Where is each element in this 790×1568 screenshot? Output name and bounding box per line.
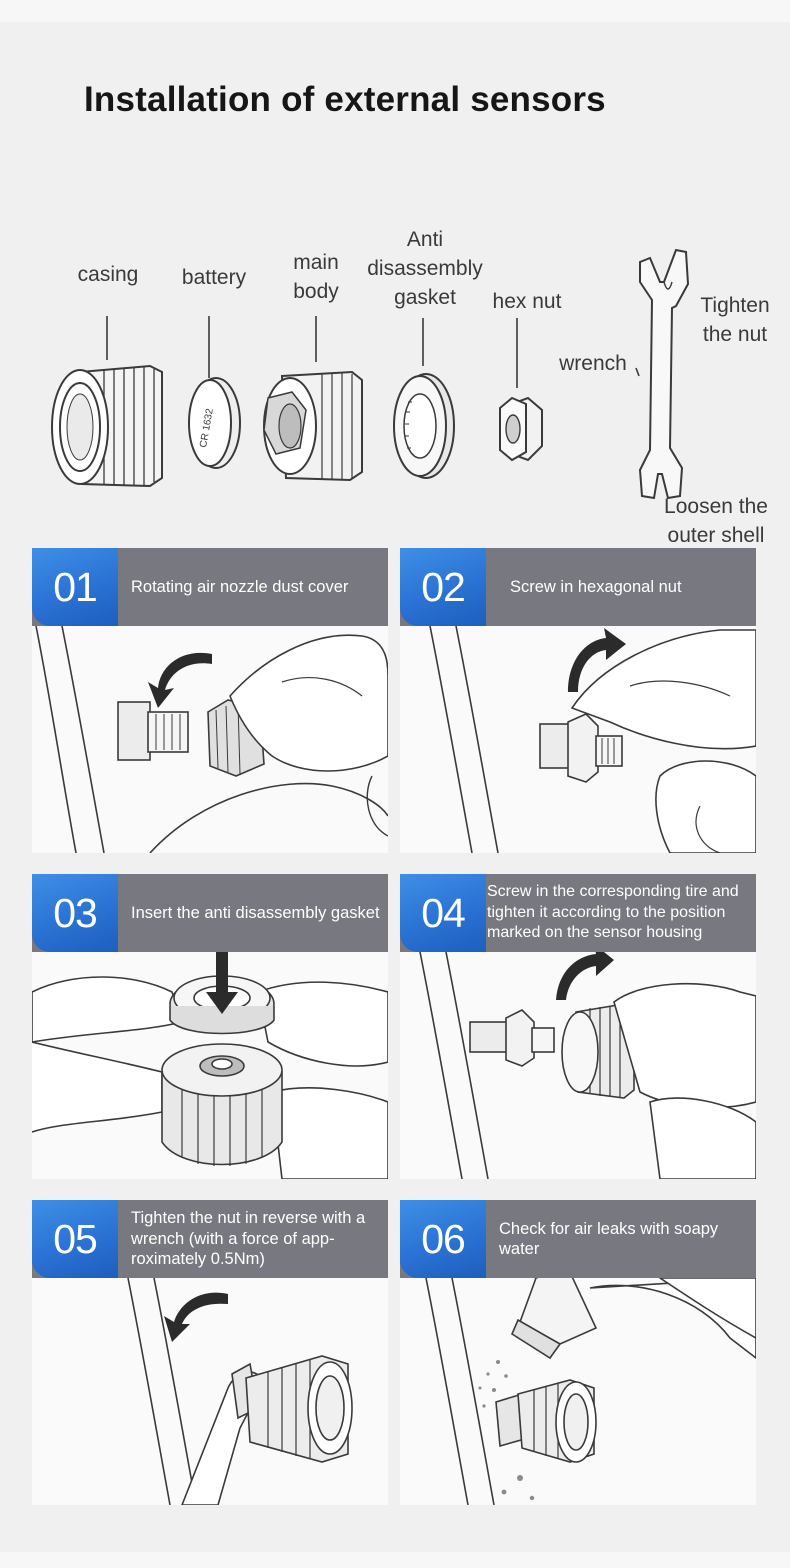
hex-nut-part: [499, 396, 543, 462]
part-label-battery: battery: [181, 266, 247, 289]
rotation-arrow: [148, 652, 212, 708]
step-instruction: Insert the anti disassembly gasket: [131, 903, 380, 922]
step-instruction: Tighten the nut in reverse with a wrench…: [131, 1209, 366, 1269]
wrench-part: [638, 248, 690, 500]
step-instruction: Check for air leaks with soapy water: [499, 1219, 719, 1259]
step-card-01: 01 Rotating air nozzle dust cover: [32, 548, 388, 853]
bottom-strip: [0, 1552, 790, 1568]
step-number-badge: 05: [32, 1200, 118, 1278]
step-instruction: Screw in the corresponding tire and tigh…: [487, 883, 739, 942]
part-label-wrench: wrench: [559, 352, 627, 375]
step-card-02: 02 Screw in hexagonal nut: [400, 548, 756, 853]
part-label-gasket: Anti disassembly gasket: [367, 228, 483, 309]
step-01-illustration: [35, 626, 388, 853]
part-label-loosen: Loosen the outer shell: [664, 495, 768, 547]
casing-part: [51, 364, 163, 488]
step-number-badge: 02: [400, 548, 486, 626]
page-title: Installation of external sensors: [84, 80, 606, 119]
step-number-badge: 03: [32, 874, 118, 952]
battery-part: CR 1632: [188, 377, 241, 469]
top-strip: [0, 0, 790, 22]
step-05-illustration: [127, 1278, 353, 1505]
rotation-arrow: [164, 1292, 228, 1342]
part-label-hex-nut: hex nut: [492, 290, 562, 313]
rotation-arrow: [556, 952, 614, 1000]
step-number-badge: 01: [32, 548, 118, 626]
step-number-badge: 06: [400, 1200, 486, 1278]
part-label-main-body: main body: [293, 251, 339, 303]
step-card-06: 06 Check for air leaks with soapy water: [400, 1200, 756, 1505]
gasket-part: [393, 373, 455, 479]
step-card-03: 03 Insert the anti disassembly gasket: [32, 874, 388, 1179]
main-body-part: [263, 370, 363, 482]
step-06-illustration: [425, 1278, 756, 1505]
step-instruction: Rotating air nozzle dust cover: [131, 577, 349, 596]
down-arrow: [206, 952, 238, 1014]
step-02-illustration: [429, 626, 756, 853]
leader-line-wrench: [635, 367, 640, 377]
step-instruction: Screw in hexagonal nut: [510, 577, 682, 596]
part-label-casing: casing: [77, 263, 139, 286]
step-card-05: 05 Tighten the nut in reverse with a wre…: [32, 1200, 388, 1505]
parts-illustration: CR 1632: [51, 248, 690, 500]
step-04-illustration: [419, 952, 756, 1179]
part-label-tighten: Tighten the nut: [700, 294, 770, 346]
water-droplets: [478, 1360, 535, 1501]
step-number-badge: 04: [400, 874, 486, 952]
step-03-illustration: [32, 952, 388, 1179]
step-card-04: 04 Screw in the corresponding tire and t…: [400, 874, 756, 1179]
rotation-arrow: [568, 628, 626, 692]
